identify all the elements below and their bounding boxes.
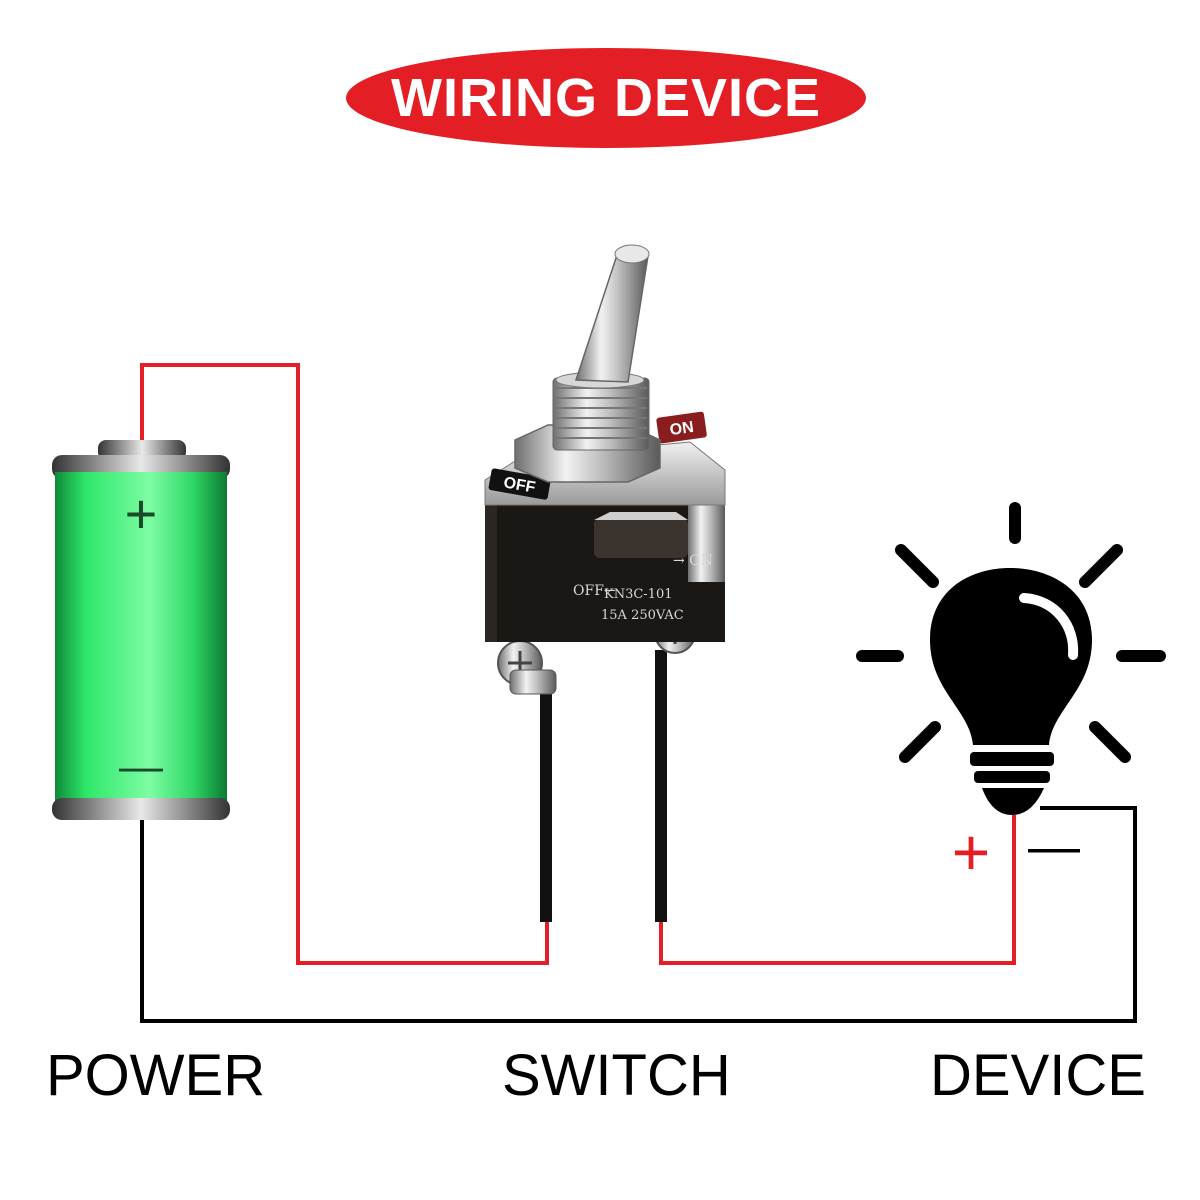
battery-plus-sign: +: [125, 482, 158, 545]
light-bulb: + —: [856, 502, 1166, 889]
on-tab: ON: [656, 411, 707, 444]
bulb-base-tip: [982, 788, 1044, 815]
svg-text:ON: ON: [669, 419, 695, 439]
svg-text:OFF: OFF: [502, 474, 537, 496]
battery: + —: [52, 440, 230, 820]
title-banner: WIRING DEVICE: [346, 48, 866, 148]
switch-window: [594, 518, 688, 558]
device-label: DEVICE: [930, 1043, 1146, 1108]
bulb-base-ring-2: [974, 771, 1050, 783]
wires: [140, 363, 1137, 1023]
bulb-minus-sign: —: [1028, 818, 1080, 876]
wire-bulb-negative-to-battery: [140, 806, 1137, 1023]
switch-model-marking: KN3C-101: [604, 587, 673, 602]
switch-off-marking: OFF←: [573, 583, 616, 599]
switch-label: SWITCH: [502, 1043, 731, 1108]
wire-switch-to-bulb-positive: [659, 815, 1016, 965]
switch-lead-left: [540, 690, 552, 922]
bulb-plus-sign: +: [952, 815, 991, 889]
switch-lead-right: [655, 650, 667, 922]
switch-on-marking: → ON: [673, 553, 713, 569]
switch-rating-marking: 15A 250VAC: [601, 608, 684, 623]
switch-lever: [574, 249, 649, 383]
battery-bottom-cap: [52, 798, 230, 820]
bulb-rays: [856, 502, 1166, 763]
battery-minus-sign: —: [119, 742, 163, 791]
battery-body: [55, 472, 227, 802]
bulb-base-ring-1: [970, 752, 1054, 766]
title-text: WIRING DEVICE: [390, 68, 822, 128]
power-label: POWER: [46, 1043, 266, 1108]
wire-battery-positive-to-switch: [140, 363, 549, 965]
toggle-switch: OFF← → ON KN3C-101 15A 250VAC OFF ON: [484, 244, 726, 922]
bulb-highlight: [1019, 593, 1079, 660]
bulb-glass: [930, 568, 1092, 745]
